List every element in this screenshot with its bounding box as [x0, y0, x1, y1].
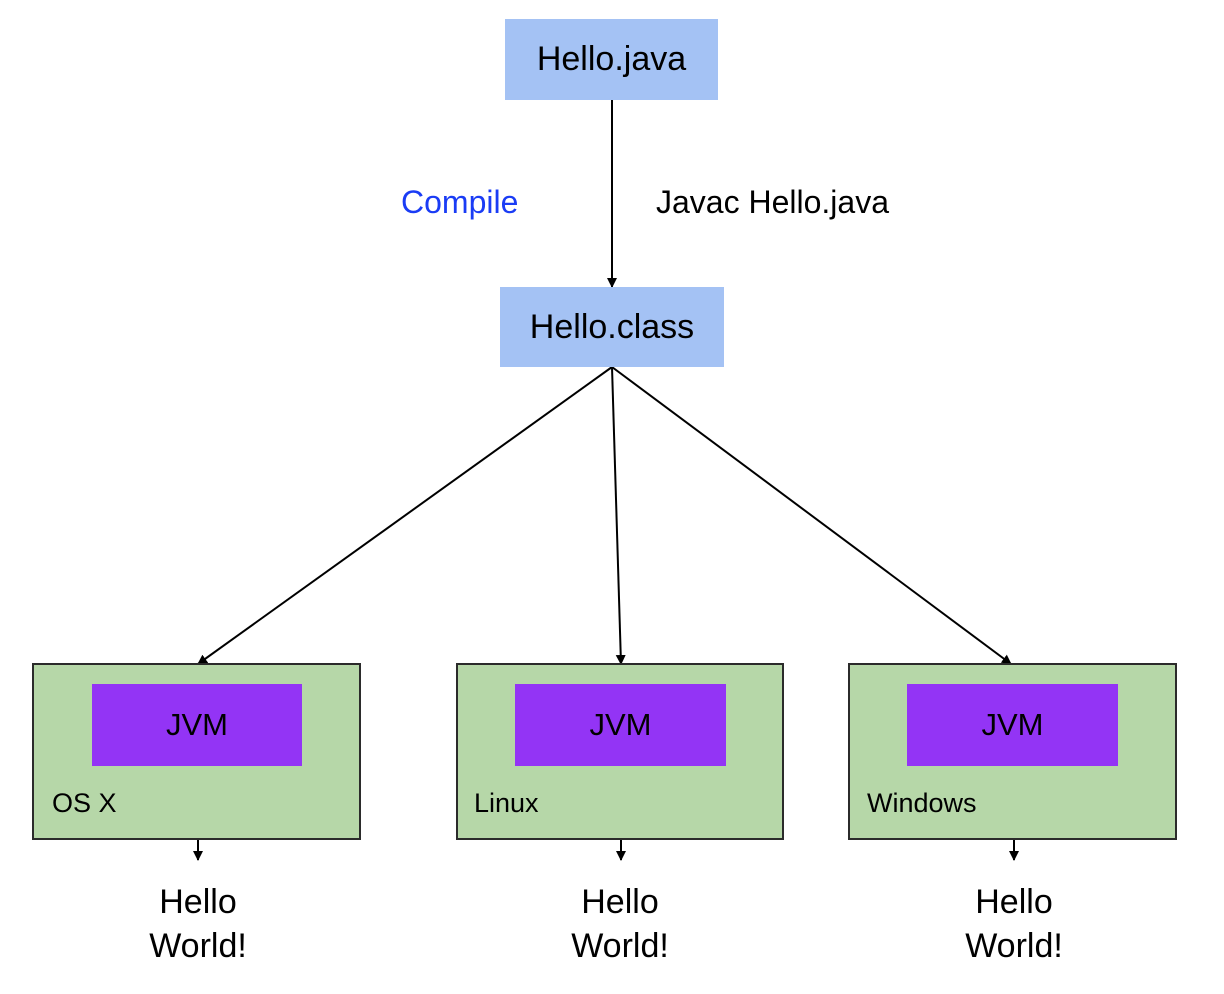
output-linux: Hello World!	[540, 880, 700, 968]
output-linux-line2: World!	[571, 927, 669, 965]
jvm-box-linux: JVM	[515, 684, 726, 766]
class-file-label: Hello.class	[529, 307, 695, 346]
output-windows: Hello World!	[934, 880, 1094, 968]
compile-command-label: Javac Hello.java	[656, 184, 889, 220]
class-file-box: Hello.class	[500, 287, 724, 367]
os-label-linux: Linux	[474, 788, 539, 818]
os-label-windows: Windows	[867, 788, 977, 818]
output-osx: Hello World!	[118, 880, 278, 968]
os-label-osx: OS X	[52, 788, 117, 818]
compile-label: Compile	[401, 184, 519, 220]
source-file-box: Hello.java	[505, 19, 718, 100]
class-to-linux-arrow	[611, 366, 626, 665]
jvm-label-windows: JVM	[981, 707, 1044, 742]
jvm-label-osx: JVM	[166, 707, 228, 742]
output-osx-line2: World!	[149, 927, 247, 965]
class-to-windows-arrow	[611, 366, 1012, 665]
jvm-box-windows: JVM	[907, 684, 1118, 766]
output-windows-line2: World!	[965, 927, 1063, 965]
class-to-osx-arrow	[197, 366, 613, 665]
output-linux-line1: Hello	[581, 883, 659, 921]
source-file-label: Hello.java	[536, 40, 687, 78]
output-windows-line1: Hello	[975, 883, 1053, 921]
jvm-label-linux: JVM	[589, 707, 652, 742]
jvm-box-osx: JVM	[92, 684, 302, 766]
output-osx-line1: Hello	[159, 883, 237, 921]
